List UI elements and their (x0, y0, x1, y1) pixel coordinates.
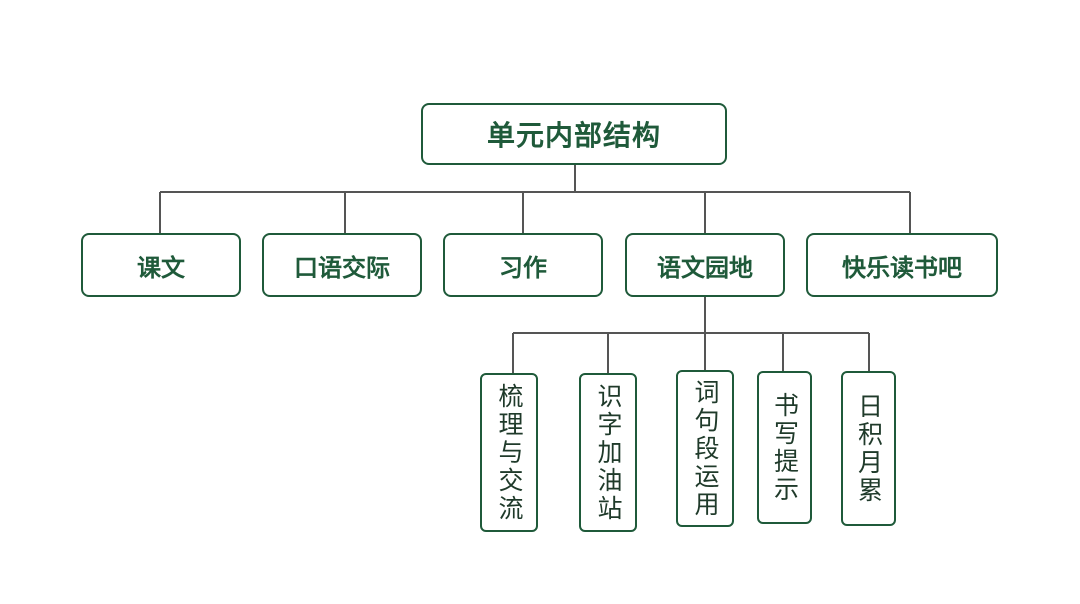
node-label: 梳理与交流 (495, 382, 524, 523)
node-cijuduanyunyong: 词句段运用 (676, 370, 734, 527)
node-yuwenyuandi: 语文园地 (625, 233, 785, 297)
node-kewen: 课文 (81, 233, 241, 297)
node-label: 识字加油站 (594, 382, 623, 523)
root-label: 单元内部结构 (486, 119, 661, 152)
node-shuliyujiaoliu: 梳理与交流 (480, 373, 538, 532)
root-node: 单元内部结构 (421, 103, 727, 165)
node-shizijiayouzhan: 识字加油站 (579, 373, 637, 532)
node-label: 口语交际 (294, 253, 390, 282)
node-rijiyuelei: 日积月累 (841, 371, 896, 526)
node-label: 快乐读书吧 (842, 253, 962, 282)
node-label: 日积月累 (854, 392, 884, 505)
node-label: 词句段运用 (691, 378, 720, 519)
node-xizuo: 习作 (443, 233, 603, 297)
node-label: 习作 (499, 253, 547, 282)
node-label: 书写提示 (770, 391, 800, 504)
node-shuxietishi: 书写提示 (757, 371, 812, 524)
node-label: 语文园地 (657, 253, 753, 282)
node-kouyujiaoji: 口语交际 (262, 233, 422, 297)
node-label: 课文 (137, 253, 185, 282)
node-kuaileduishuba: 快乐读书吧 (806, 233, 998, 297)
